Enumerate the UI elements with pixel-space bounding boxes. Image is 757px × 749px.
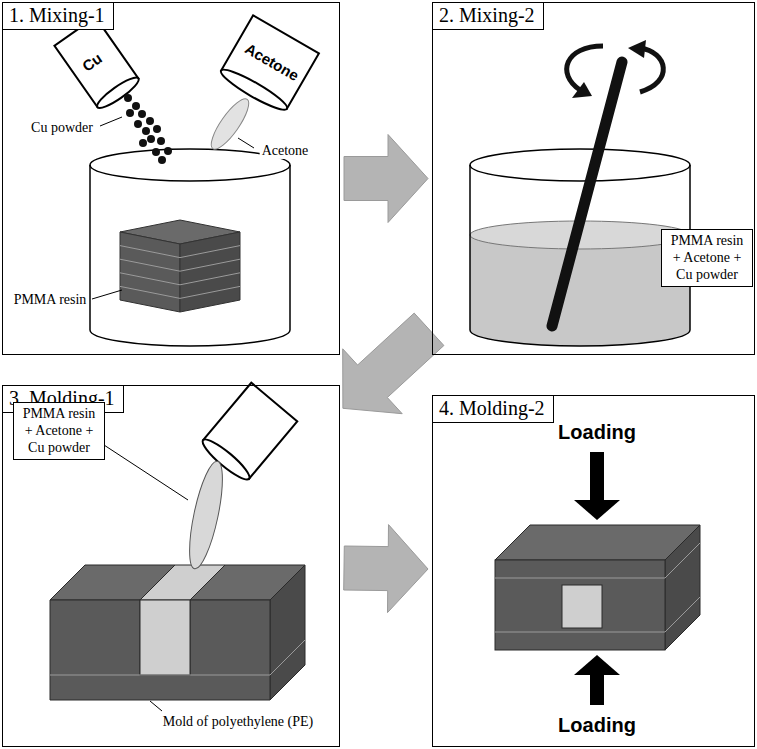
load-label: Loading [556, 421, 638, 444]
box-text: PMMA resin + Acetone + Cu powder [18, 406, 100, 456]
part-label: Cu powder [29, 120, 95, 136]
loaded-mold [495, 525, 700, 650]
step-arrow [344, 135, 428, 223]
acetone-stream [205, 94, 254, 153]
pe-mold [50, 565, 305, 700]
cu-powder [124, 94, 172, 164]
load-label: Loading [556, 714, 638, 737]
rotation-arrows [567, 40, 664, 98]
step-panel: 4. Molding-2 [432, 395, 755, 747]
step-heading: 2. Mixing-2 [433, 3, 544, 30]
box-text: PMMA resin + Acetone + Cu powder [666, 233, 748, 283]
beaker [470, 149, 690, 346]
part-label: Acetone [260, 143, 311, 159]
step-panel: 2. Mixing-2PMMA resin + Acetone + Cu pow… [432, 2, 755, 355]
cu-can [54, 17, 141, 112]
step-arrow [343, 313, 444, 414]
stirring-rod [552, 62, 622, 326]
beaker [90, 149, 290, 346]
step-heading: 4. Molding-2 [433, 396, 554, 423]
leader-lines [92, 117, 658, 711]
mixture-box: PMMA resin + Acetone + Cu powder [661, 229, 753, 287]
acetone-can [218, 15, 319, 114]
pour-stream [183, 459, 229, 572]
pmma-stack [120, 220, 240, 312]
part-label: PMMA resin [12, 292, 89, 308]
mixture-box: PMMA resin + Acetone + Cu powder [13, 402, 105, 460]
step-panel: 3. Molding-1PMMA resin + Acetone + Cu po… [2, 385, 340, 747]
part-label: Mold of polyethylene (PE) [161, 714, 315, 730]
load-arrows [574, 452, 620, 705]
step-arrow [344, 525, 428, 613]
step-heading: 1. Mixing-1 [3, 3, 114, 30]
